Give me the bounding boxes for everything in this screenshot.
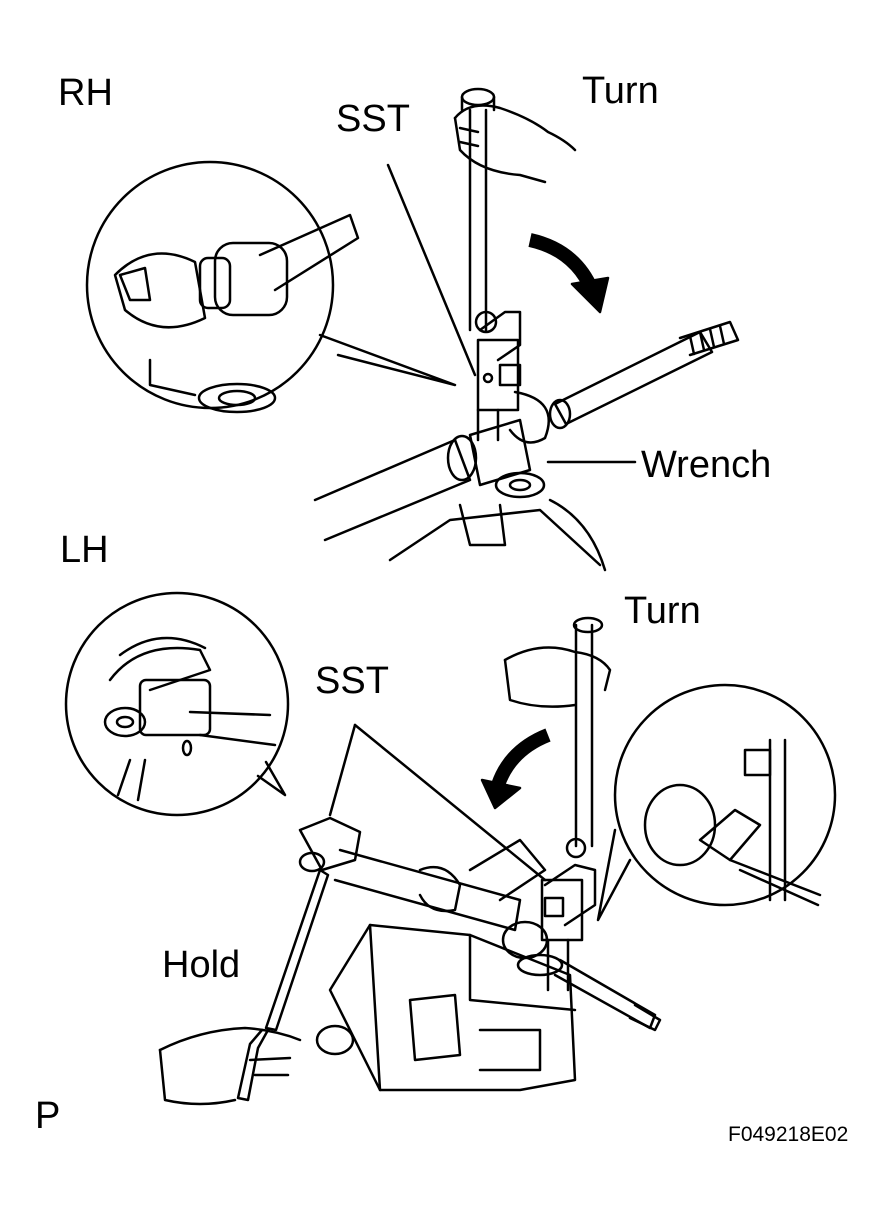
sst-bottom-leader-left (328, 723, 357, 817)
sst-bottom-label: SST (315, 660, 389, 702)
rh-label: RH (58, 72, 113, 114)
rh-wrench (548, 320, 740, 430)
lh-hold-wrench (236, 868, 330, 1102)
sst-bottom-leader-right (353, 723, 547, 882)
turn-top-label: Turn (582, 70, 659, 112)
lh-turning-hand (503, 646, 612, 708)
rh-detail-callout (85, 160, 457, 414)
p-label: P (35, 1095, 61, 1137)
sst-top-label: SST (336, 98, 410, 140)
lh-cylinder-head (315, 923, 577, 1092)
rh-turning-hand (453, 104, 577, 184)
lh-right-detail-callout (596, 683, 837, 922)
lh-sst-tool (540, 616, 604, 992)
hold-label: Hold (162, 944, 241, 986)
lh-camshaft-assembly (298, 816, 662, 1032)
rh-sst-tool (460, 87, 550, 444)
figure-code: F049218E02 (728, 1123, 849, 1146)
lh-label: LH (60, 529, 109, 571)
wrench-label: Wrench (641, 444, 772, 486)
sst-top-leader (386, 163, 477, 377)
lh-detail-callout (64, 591, 290, 817)
turn-arrow-bottom (480, 728, 551, 810)
turn-arrow-top (528, 233, 610, 314)
lh-holding-hand (158, 1026, 302, 1106)
turn-bottom-label: Turn (624, 590, 701, 632)
rh-cylinder-head (313, 418, 607, 572)
